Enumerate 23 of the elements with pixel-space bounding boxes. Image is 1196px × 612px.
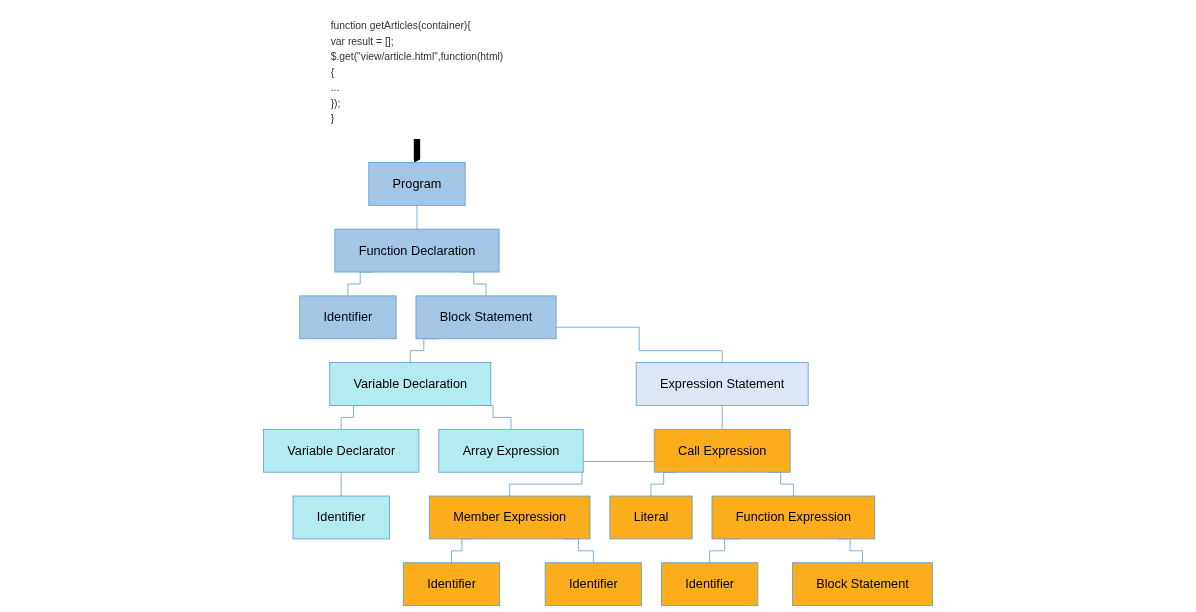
node-box: Variable Declaration: [329, 362, 492, 406]
connector: [509, 461, 655, 497]
node-box: Block Statement: [791, 562, 933, 607]
node-box: Identifier: [402, 562, 501, 607]
node-box: Identifier: [299, 295, 397, 340]
node-box: Call Expression: [653, 428, 791, 473]
node-text: function getArticles(container){ var result = []; $.get("view/article.html",function(html){ ... }); }: [330, 19, 504, 125]
connector: [416, 204, 418, 230]
node-box: Literal: [609, 495, 693, 540]
node-box: Identifier: [292, 495, 390, 540]
node-box: Expression Statement: [635, 362, 809, 406]
node-box: Member Expression: [428, 495, 591, 540]
connector: [555, 326, 723, 363]
connector: [721, 405, 723, 430]
node-box: Block Statement: [415, 295, 557, 340]
node-box: Identifier: [544, 562, 642, 607]
node-box: Identifier: [661, 562, 759, 607]
node-box: Function Declaration: [334, 228, 500, 273]
node-box: Variable Declarator: [263, 428, 420, 473]
connector: [340, 471, 342, 497]
node-box: Function Expression: [711, 495, 876, 540]
node-box: Array Expression: [438, 428, 584, 473]
node-box: Program: [368, 162, 466, 206]
